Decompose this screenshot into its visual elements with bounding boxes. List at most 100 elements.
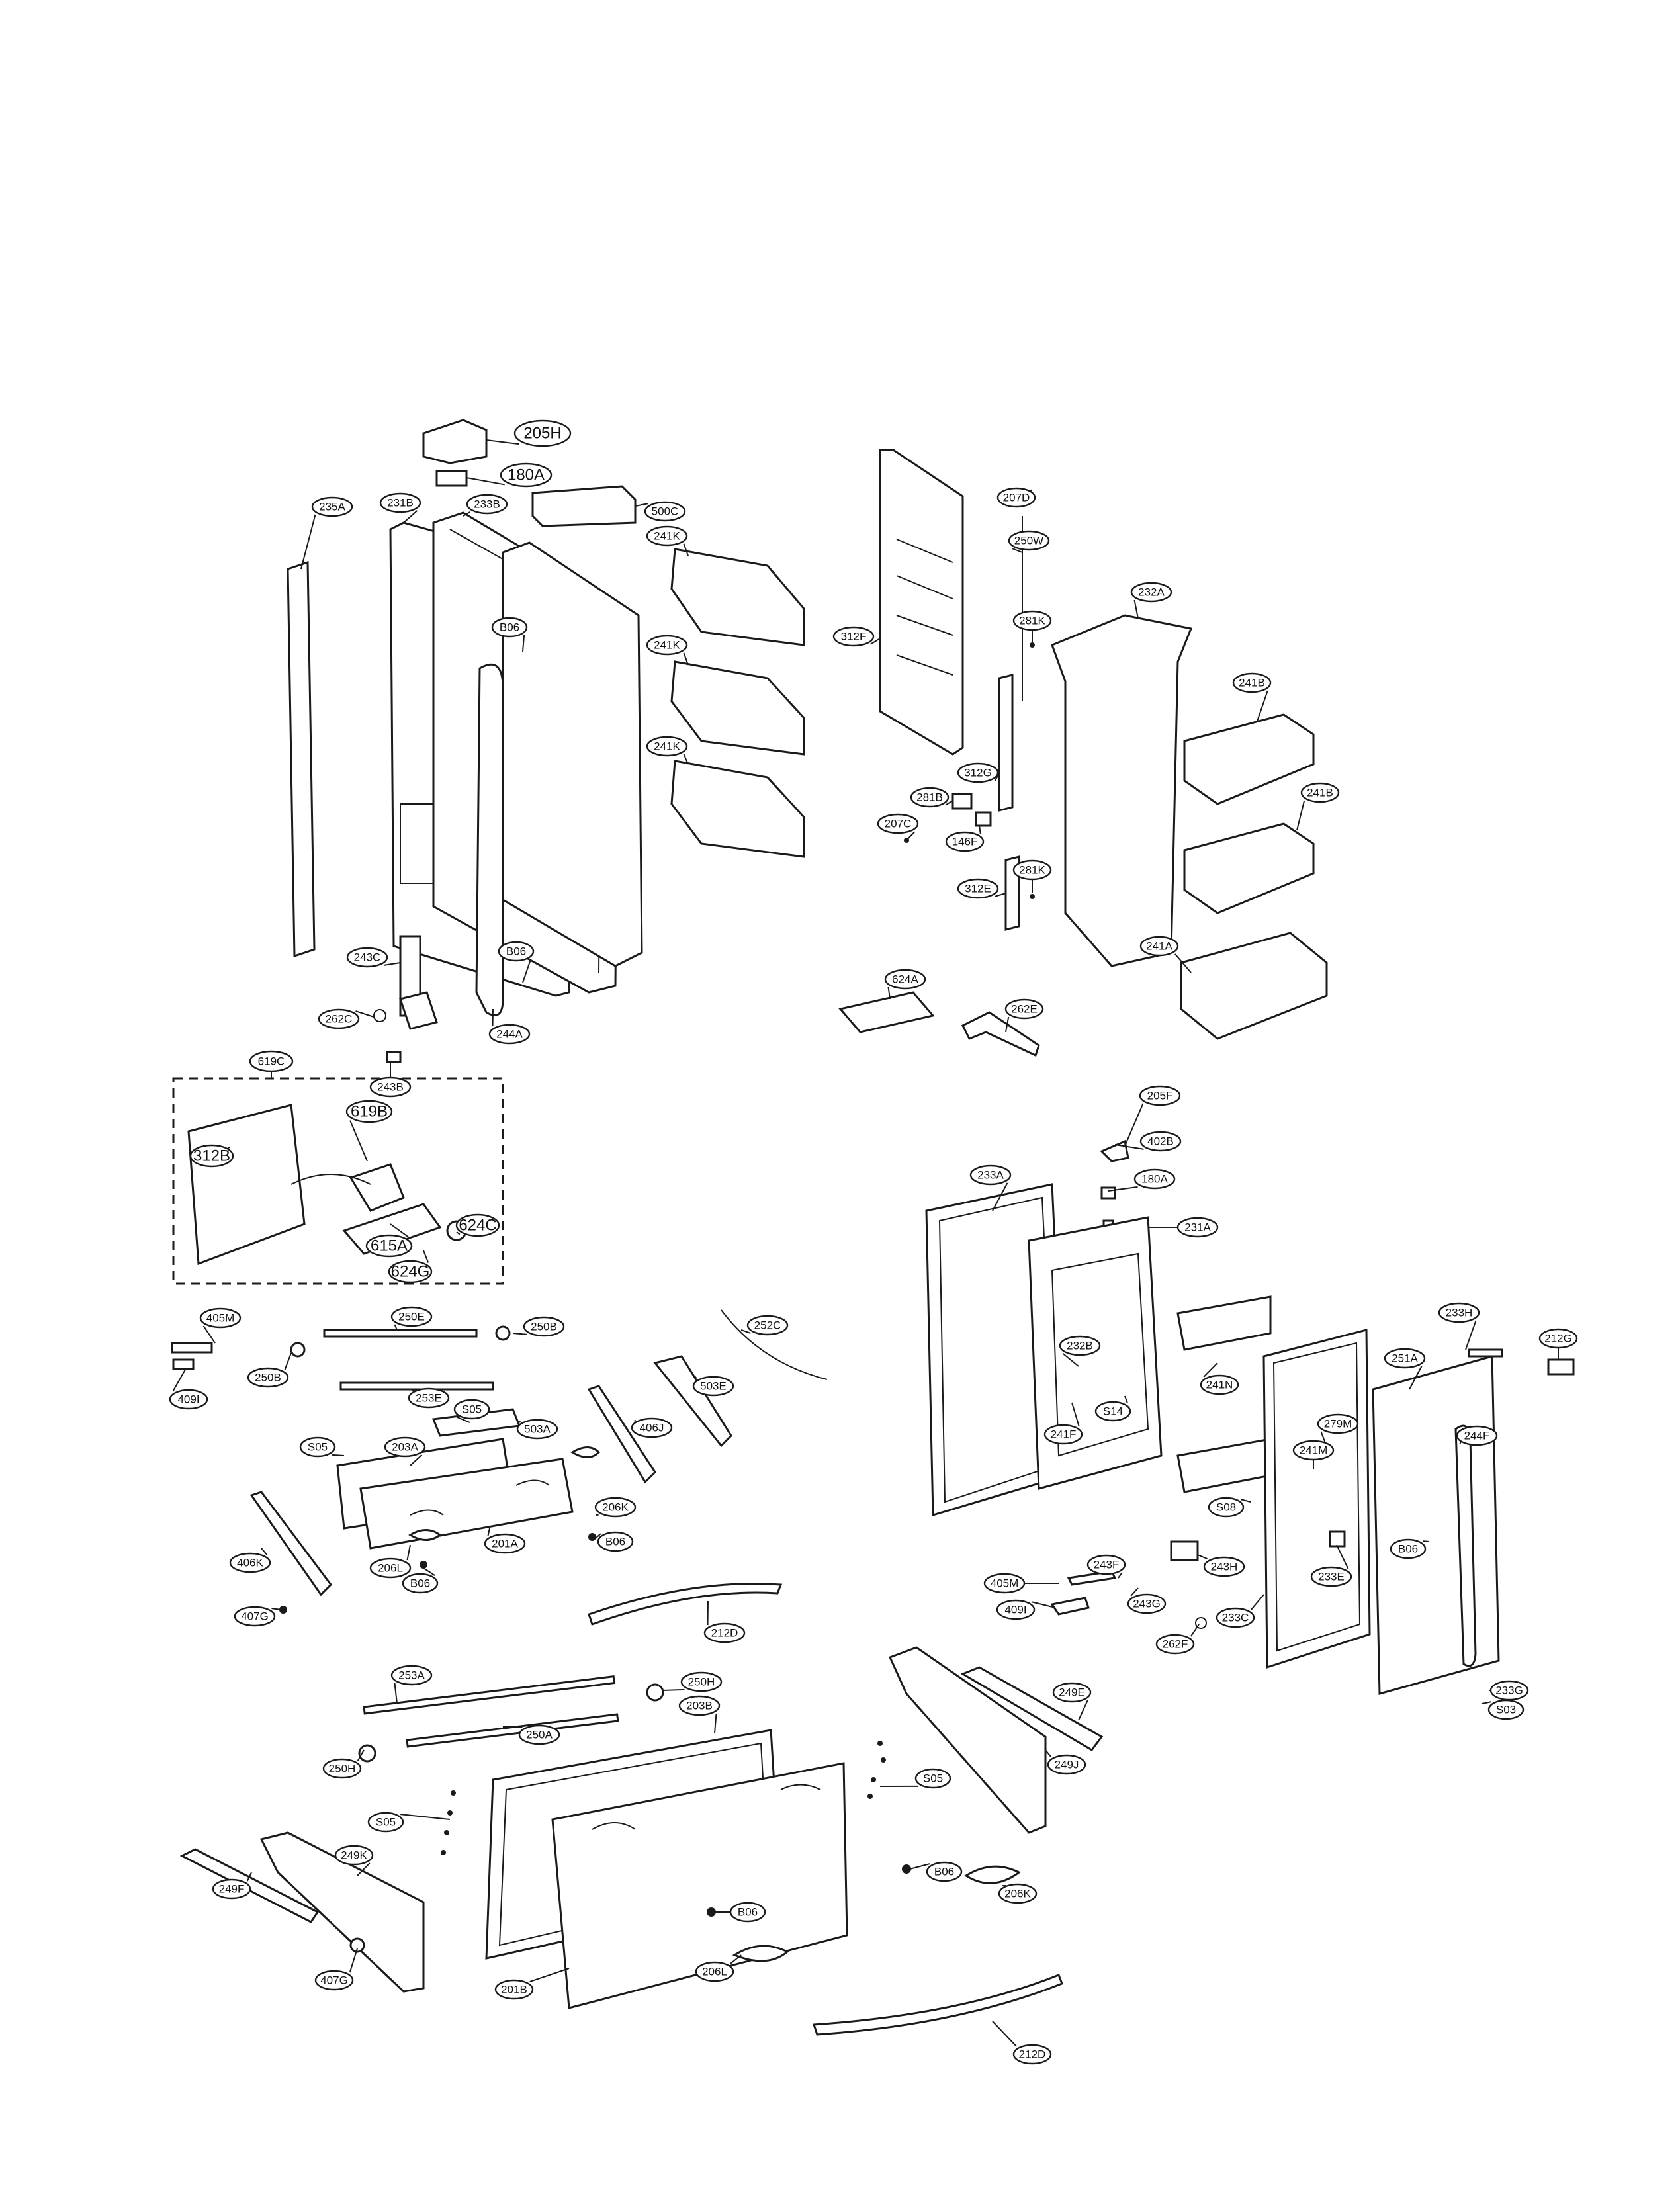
callout-231a: 231A: [1148, 1217, 1219, 1238]
callout-label: 207C: [885, 818, 912, 830]
callout-ellipse: [384, 1436, 426, 1458]
callout-label: 205F: [1147, 1090, 1173, 1102]
callout-ellipse: [1155, 1634, 1195, 1655]
callout-ellipse: [346, 947, 388, 968]
callout-leader-line: [714, 1713, 717, 1734]
callout-label: 249J: [1055, 1759, 1079, 1771]
callout-leader-line: [1114, 1144, 1144, 1150]
callout-label: B06: [738, 1906, 758, 1919]
callout-leader-line: [683, 543, 689, 556]
callout-label: 406K: [237, 1557, 263, 1569]
callout-leader-line: [740, 1329, 751, 1334]
callout-leader-line: [992, 1182, 1008, 1211]
callout-leader-line: [1005, 1016, 1010, 1033]
callout-243b: 243B: [369, 1062, 412, 1098]
callout-ellipse: [1133, 1168, 1176, 1190]
callout-ellipse: [1094, 1401, 1131, 1422]
callout-ellipse: [884, 969, 926, 990]
callout-ellipse: [455, 1213, 500, 1237]
callout-ellipse: [498, 941, 535, 962]
callout-label: 500C: [652, 505, 679, 518]
callout-leader-line: [995, 893, 1006, 897]
callout-ellipse: [518, 1724, 560, 1745]
callout-label: 249F: [219, 1883, 245, 1896]
callout-label: 624C: [459, 1217, 496, 1235]
callout-ellipse: [1059, 1335, 1101, 1356]
callout-ellipse: [926, 1861, 963, 1882]
callout-279m: 279M: [1317, 1413, 1359, 1456]
callout-leader-line: [529, 1968, 570, 1983]
callout-leader-line: [357, 1749, 365, 1761]
callout-leader-line: [246, 1872, 252, 1882]
callout-ellipse: [957, 878, 999, 899]
callout-leader-line: [994, 773, 1000, 781]
callout-label: S14: [1103, 1405, 1123, 1418]
callout-ellipse: [402, 1573, 439, 1594]
callout-624g: 624G: [388, 1250, 433, 1284]
callout-leader-line: [284, 1352, 292, 1370]
callout-label: 279M: [1324, 1418, 1352, 1430]
callout-ellipse: [631, 1417, 673, 1438]
callout-label: B06: [506, 945, 526, 958]
callout-leader-line: [400, 1814, 451, 1820]
callout-ellipse: [1012, 610, 1052, 631]
callout-ellipse: [1012, 2044, 1052, 2065]
callout-label: 250H: [329, 1763, 356, 1775]
callout-label: 407G: [241, 1610, 269, 1623]
callout-619c: 619C: [249, 1050, 294, 1078]
callout-ellipse: [1384, 1348, 1426, 1369]
callout-207c: 207C: [877, 813, 919, 841]
callout-ellipse: [1489, 1680, 1529, 1701]
callout-leader-line: [979, 825, 981, 834]
callout-label: 624G: [391, 1263, 430, 1281]
callout-241k: 241K: [646, 736, 689, 765]
callout-leader-line: [423, 1250, 429, 1263]
callout-ellipse: [914, 1768, 951, 1789]
callout-leader-line: [595, 1533, 601, 1539]
callout-241m: 241M: [1292, 1440, 1335, 1469]
callout-label: 250B: [255, 1372, 281, 1384]
callout-b06: B06: [491, 617, 528, 652]
callout-ellipse: [491, 617, 528, 638]
callout-ellipse: [1538, 1328, 1578, 1349]
callout-ellipse: [996, 487, 1036, 508]
callout-312f: 312F: [832, 626, 881, 647]
callout-ellipse: [379, 492, 421, 513]
callout-ellipse: [1004, 998, 1044, 1020]
callout-label: 206K: [602, 1501, 629, 1514]
callout-label: 212G: [1544, 1333, 1572, 1345]
callout-ellipse: [1176, 1217, 1219, 1238]
callout-label: 231A: [1184, 1221, 1211, 1234]
callout-label: 619B: [351, 1103, 388, 1121]
callout-leader-line: [261, 1548, 268, 1555]
callout-619b: 619B: [345, 1100, 393, 1162]
callout-262f: 262F: [1155, 1624, 1200, 1655]
callout-ellipse: [1232, 672, 1272, 693]
callout-label: 619C: [258, 1055, 285, 1068]
callout-leader-line: [357, 1862, 371, 1876]
freezer-drawer-upper: [171, 1309, 828, 1626]
callout-231b: 231B: [379, 492, 421, 523]
callout-ellipse: [945, 831, 985, 852]
callout-281k: 281K: [1012, 610, 1052, 642]
callout-leader-line: [906, 831, 916, 841]
callout-406k: 406K: [229, 1548, 271, 1573]
callout-label: 262E: [1011, 1003, 1038, 1016]
callout-leader-line: [172, 1369, 186, 1392]
callout-205f: 205F: [1124, 1085, 1181, 1147]
callout-ellipse: [680, 1671, 723, 1692]
callout-label: 203A: [392, 1441, 418, 1454]
callout-leader-line: [463, 511, 471, 517]
callout-ellipse: [334, 1845, 374, 1866]
callout-ellipse: [1208, 1497, 1245, 1518]
callout-503a: 503A: [516, 1419, 558, 1440]
callout-label: S05: [308, 1441, 328, 1454]
callout-label: 241K: [654, 530, 680, 543]
callout-label: 624A: [892, 973, 918, 986]
callout-262c: 262C: [318, 1008, 375, 1029]
callout-label: 233H: [1446, 1307, 1473, 1319]
callout-leader-line: [332, 1454, 345, 1456]
callout-leader-line: [355, 1010, 375, 1018]
callout-label: 231B: [387, 497, 414, 509]
